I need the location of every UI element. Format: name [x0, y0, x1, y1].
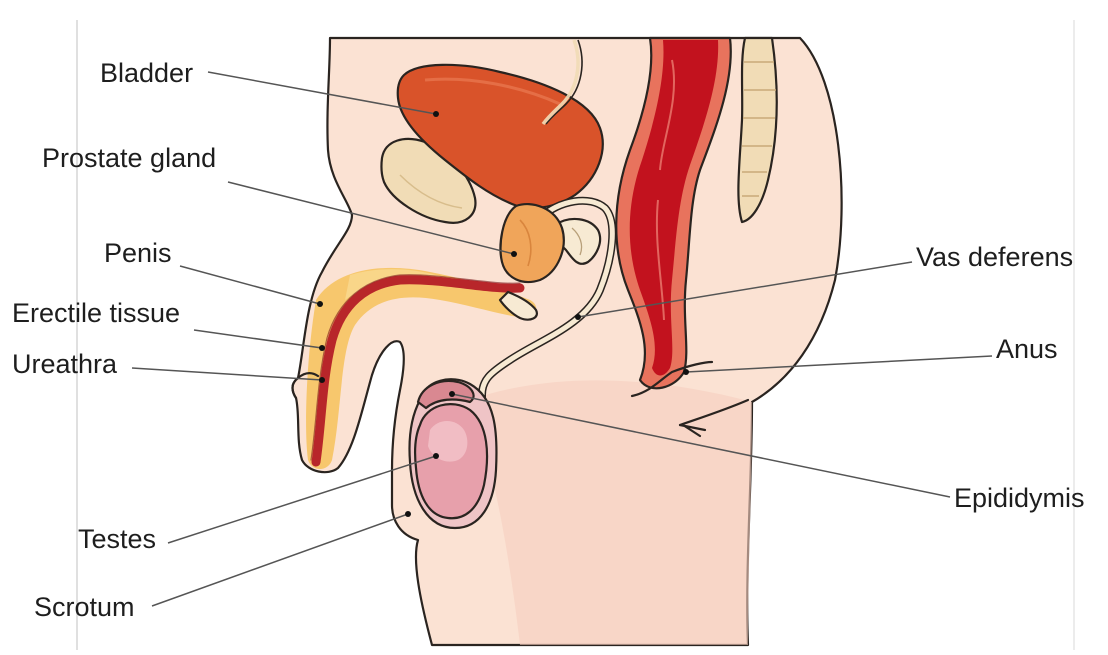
- leader-ureathra: [132, 368, 322, 380]
- dot-bladder: [433, 111, 439, 117]
- label-erectile-tissue: Erectile tissue: [12, 298, 180, 328]
- dot-scrotum: [405, 511, 411, 517]
- label-bladder: Bladder: [100, 58, 193, 88]
- leader-penis: [180, 266, 320, 304]
- label-scrotum: Scrotum: [34, 592, 135, 622]
- label-testes: Testes: [78, 524, 156, 554]
- dot-prostate: [511, 251, 517, 257]
- dot-ureathra: [319, 377, 325, 383]
- label-penis: Penis: [104, 238, 172, 268]
- dot-vas-deferens: [575, 314, 581, 320]
- leader-erectile: [194, 330, 322, 348]
- dot-anus: [683, 369, 689, 375]
- label-epididymis: Epididymis: [954, 483, 1085, 513]
- label-ureathra: Ureathra: [12, 349, 118, 379]
- dot-penis: [317, 301, 323, 307]
- label-prostate-gland: Prostate gland: [42, 143, 216, 173]
- label-anus: Anus: [996, 334, 1058, 364]
- dot-testes: [433, 453, 439, 459]
- dot-erectile: [319, 345, 325, 351]
- label-vas-deferens: Vas deferens: [916, 242, 1073, 272]
- dot-epididymis: [449, 391, 455, 397]
- leader-scrotum: [152, 514, 408, 606]
- prostate-gland: [501, 204, 564, 282]
